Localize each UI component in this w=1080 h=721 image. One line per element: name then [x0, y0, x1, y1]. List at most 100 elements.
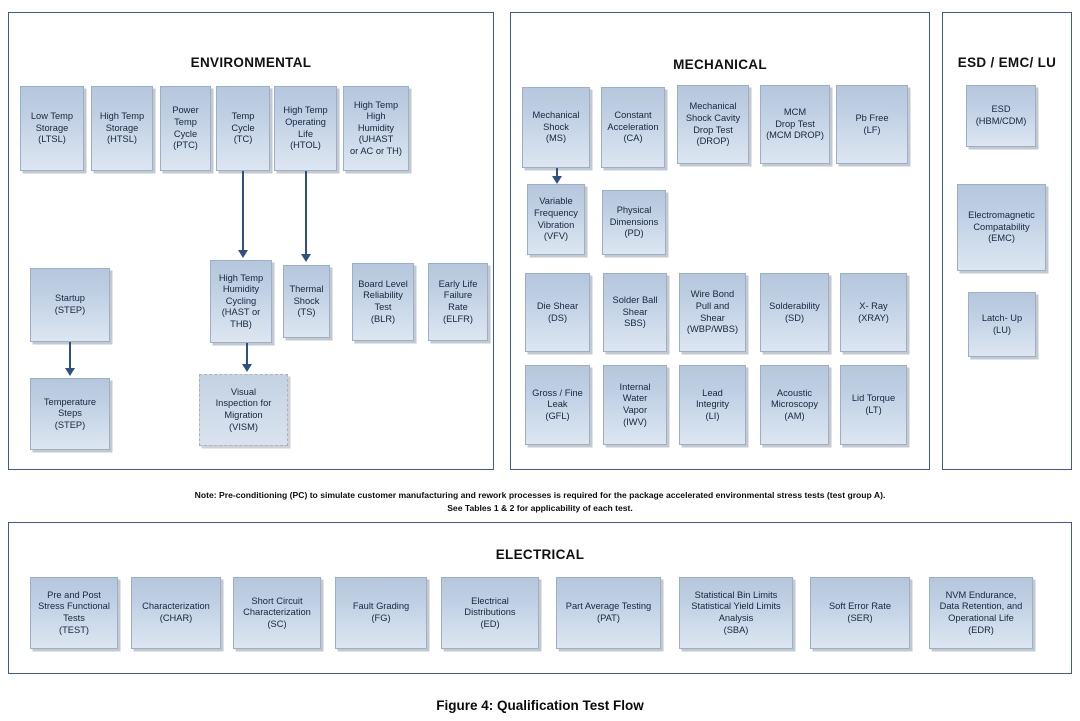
test-box-lf-label: Pb Free(LF) [855, 112, 889, 135]
panel-title-esd-emc-lu: ESD / EMC/ LU [957, 55, 1057, 70]
panel-title-mechanical: MECHANICAL [673, 57, 767, 72]
figure-caption: Figure 4: Qualification Test Flow [436, 698, 644, 713]
test-box-lu-label: Latch- Up(LU) [981, 312, 1023, 335]
test-box-ser-label: Soft Error Rate(SER) [828, 601, 891, 623]
test-box-ds[interactable]: Die Shear(DS) [525, 273, 590, 352]
test-box-ser[interactable]: Soft Error Rate(SER) [810, 577, 910, 649]
test-box-pat[interactable]: Part Average Testing(PAT) [556, 577, 661, 649]
test-box-lf[interactable]: Pb Free(LF) [836, 85, 908, 164]
panel-title-electrical: ELECTRICAL [495, 547, 585, 562]
note-text: Note: Pre-conditioning (PC) to simulate … [0, 489, 1080, 514]
arrow-hast-to-vism-head [242, 364, 252, 372]
test-box-char-label: Characterization(CHAR) [142, 601, 210, 623]
arrow-ms-to-vfv-head [552, 176, 562, 184]
test-box-lt-label: Lid Torque(LT) [851, 393, 896, 415]
test-box-char[interactable]: Characterization(CHAR) [131, 577, 221, 649]
test-box-sd-label: Solderability(SD) [769, 300, 820, 323]
arrow-startup-to-steps-head [65, 368, 75, 376]
arrow-tc-to-hast-line [242, 171, 244, 251]
arrow-hast-to-vism-line [246, 343, 248, 365]
test-box-esd-label: ESD(HBM/CDM) [975, 104, 1027, 126]
panel-title-environmental: ENVIRONMENTAL [190, 55, 312, 70]
test-box-pat-label: Part Average Testing(PAT) [565, 601, 652, 623]
test-box-ds-label: Die Shear(DS) [536, 300, 579, 323]
test-box-step-startup-label: Startup(STEP) [54, 293, 86, 315]
test-box-step-startup[interactable]: Startup(STEP) [30, 268, 110, 342]
test-box-xray-label: X- Ray(XRAY) [858, 300, 889, 323]
note-line-1: Note: Pre-conditioning (PC) to simulate … [194, 490, 886, 500]
test-box-sd[interactable]: Solderability(SD) [760, 273, 829, 352]
note-line-2: See Tables 1 & 2 for applicability of ea… [447, 502, 633, 513]
arrow-htol-to-ts-line [305, 171, 307, 255]
arrow-startup-to-steps-line [69, 342, 71, 369]
test-box-xray[interactable]: X- Ray(XRAY) [840, 273, 907, 352]
test-box-lu[interactable]: Latch- Up(LU) [968, 292, 1036, 357]
test-box-lt[interactable]: Lid Torque(LT) [840, 365, 907, 445]
test-box-fg[interactable]: Fault Grading(FG) [335, 577, 427, 649]
arrow-htol-to-ts-head [301, 254, 311, 262]
test-box-esd[interactable]: ESD(HBM/CDM) [966, 85, 1036, 147]
arrow-tc-to-hast-head [238, 250, 248, 258]
